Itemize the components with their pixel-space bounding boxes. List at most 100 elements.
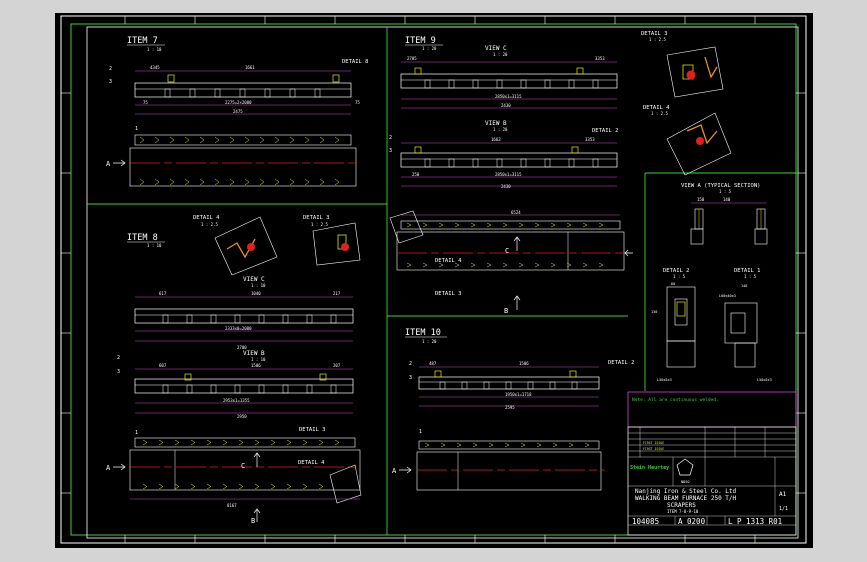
- detail2-scale: 1 : 5: [673, 274, 686, 279]
- detail3-label: DETAIL 3: [641, 31, 668, 37]
- item10-detail2-label: DETAIL 2: [608, 360, 635, 366]
- dim-item8-b: 1040: [251, 291, 261, 296]
- section-c-label: C: [241, 462, 245, 470]
- section-a-label: A: [106, 160, 111, 168]
- callout-3c: 3: [389, 148, 392, 154]
- dim-item7-6: 75: [355, 100, 360, 105]
- rev-row-2: FIRST ISSUE: [643, 447, 664, 451]
- rev-row-1: FIRST ISSUE: [643, 441, 664, 445]
- dim-item10-c: 1950x1=1718: [505, 392, 532, 397]
- dim-item9-g: 2850x1=3115: [495, 172, 522, 177]
- item7-group: ITEM 7 1 : 10 DETAIL 8 2 3 4345 1661 227…: [106, 36, 369, 187]
- item7-beam: [134, 82, 352, 98]
- item8-view-b-label: VIEW B: [243, 350, 265, 357]
- dim-item9-j: 250: [412, 172, 420, 177]
- item9-view-b-scale: 1 : 20: [493, 127, 508, 132]
- dim-item7-3: 2275=2×2080: [225, 100, 252, 105]
- callout-1b: 1: [135, 430, 138, 436]
- section-b-label: B: [251, 517, 255, 525]
- title-block: Note: All are continuous welded. FIRST I…: [627, 391, 797, 536]
- section-dividers: [87, 27, 798, 535]
- item8-plan: [129, 449, 361, 491]
- title-company: Nanjing Iron & Steel Co. Ltd: [635, 488, 737, 495]
- callout-1c: 1: [419, 429, 422, 435]
- section-a-label-3: A: [392, 467, 397, 475]
- detail1-label: DETAIL 1: [734, 268, 761, 274]
- dim-item9-h: 2430: [501, 184, 511, 189]
- item7-studs: [164, 88, 321, 98]
- ndso-logo-text: NDSO: [681, 480, 689, 484]
- item9-view-c-beam: [400, 73, 618, 89]
- item8-group: ITEM 8 1 : 10 DETAIL 4 1 : 2.5 DETAIL 3 …: [106, 215, 362, 525]
- section-a-label-2: A: [106, 464, 111, 472]
- outer-frame: [60, 15, 807, 544]
- item8-plan-detail3: DETAIL 3: [299, 427, 326, 433]
- detail4-scale: 1 : 2.5: [651, 111, 668, 116]
- item9-view-b-label: VIEW B: [485, 120, 507, 127]
- item8-view-c-scale: 1 : 10: [251, 283, 266, 288]
- dim-item10-d: 2595: [505, 405, 515, 410]
- detail1-scale: 1 : 5: [744, 274, 757, 279]
- dim-item7-5: 75: [143, 100, 148, 105]
- dim-item8-k: 8167: [227, 503, 237, 508]
- dim-item9-e: 1663: [491, 137, 501, 142]
- dim-item9-a: 2705: [407, 56, 417, 61]
- company-logo: Stein Heurtey: [630, 465, 669, 471]
- title-part: SCRAPERS: [667, 502, 696, 509]
- item10-title: ITEM 10: [405, 328, 441, 338]
- dim-item8-a: 617: [159, 291, 167, 296]
- item9-title: ITEM 9: [405, 36, 436, 46]
- dim-item9-c: 2850x1=3115: [495, 94, 522, 99]
- dim-item8-g: 1506: [251, 363, 261, 368]
- details-group: DETAIL 3 1 : 2.5 DETAIL 4 1 : 2.5 VIEW A…: [641, 31, 772, 382]
- detail3-scale: 1 : 2.5: [649, 37, 666, 42]
- item8-title: ITEM 8: [127, 233, 158, 243]
- detail2-dim-c: 60: [671, 282, 675, 286]
- detail1-dim-e: 140: [741, 284, 747, 288]
- dim-item9-i: 6524: [511, 210, 521, 215]
- title-sub: ITEM 7-8-9-10: [667, 509, 699, 514]
- item8-plan-detail4: DETAIL 4: [298, 460, 325, 466]
- dim-item8-i: 2953x1=1355: [223, 398, 250, 403]
- note-text: Note: All are continuous welded.: [632, 397, 719, 403]
- item8-detail4-label: DETAIL 4: [193, 215, 220, 221]
- item9-view-c-label: VIEW C: [485, 45, 507, 52]
- item9-detail3-label: DETAIL 3: [435, 291, 462, 297]
- callout-3: 3: [109, 79, 112, 85]
- dim-item7-2: 1661: [245, 65, 255, 70]
- item8-view-c-beam: [134, 308, 354, 324]
- drawing-number: 104085: [632, 517, 659, 526]
- item8-view-c-label: VIEW C: [243, 276, 265, 283]
- detail2-label: DETAIL 2: [663, 268, 690, 274]
- dim-item8-h: 207: [333, 363, 341, 368]
- callout-2c: 2: [389, 135, 392, 141]
- detail4-label: DETAIL 4: [643, 105, 670, 111]
- dim-item9-f: 3353: [585, 137, 595, 142]
- detail1-dim-g: L50x5x3: [757, 378, 772, 382]
- detail2-dim-f: L50x5x3: [657, 378, 672, 382]
- border-ticks: [61, 16, 806, 543]
- dim-item8-f: 607: [159, 363, 167, 368]
- callout-1: 1: [135, 126, 138, 132]
- section-c-label-2: C: [505, 247, 509, 255]
- callout-2: 2: [109, 66, 112, 72]
- item7-plan: [129, 147, 357, 187]
- sheet-count: 1/1: [779, 506, 788, 512]
- item9-view-b-beam: [400, 152, 618, 168]
- item7-title: ITEM 7: [127, 36, 158, 46]
- item9-view-c-scale: 1 : 20: [493, 52, 508, 57]
- drawing-revision: L P 1313 R01: [728, 517, 782, 526]
- detail1-dim-h: L00x40x3: [719, 294, 736, 298]
- item9-scale: 1 : 20: [422, 46, 437, 51]
- callout-2b: 2: [117, 355, 120, 361]
- callout-3b: 3: [117, 369, 120, 375]
- dim-item8-c: 217: [333, 291, 341, 296]
- view-a-dim-a: 150: [697, 197, 705, 202]
- drawing-canvas: ITEM 7 1 : 10 DETAIL 8 2 3 4345 1661 227…: [60, 15, 807, 544]
- sheet-size: A1: [779, 491, 787, 498]
- callout-3d: 3: [409, 375, 412, 381]
- dim-item10-a: 487: [429, 361, 437, 366]
- callout-2d: 2: [409, 361, 412, 367]
- item10-plan: [416, 451, 602, 491]
- view-a-dim-b: 140: [723, 197, 731, 202]
